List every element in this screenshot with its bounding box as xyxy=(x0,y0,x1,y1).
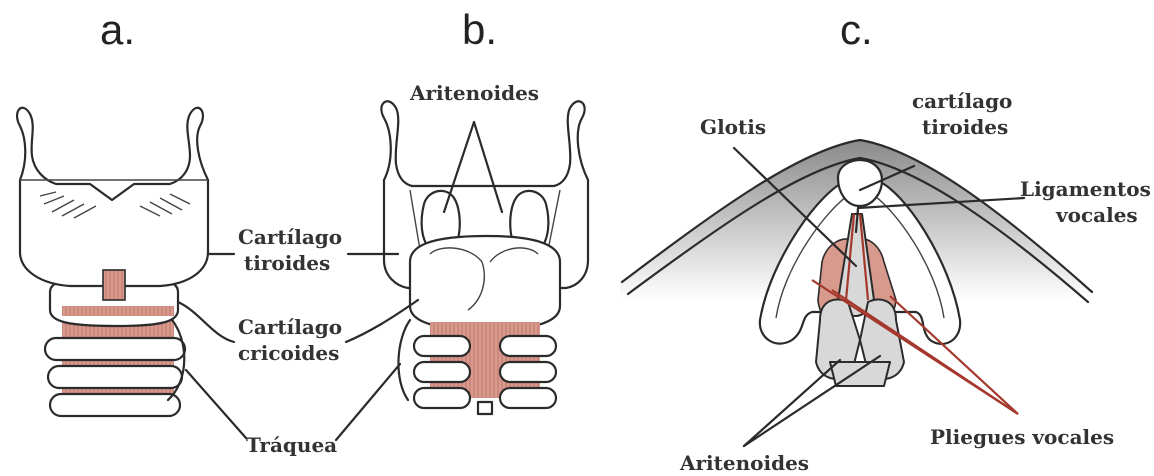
label-cricoides-line1: Cartílago xyxy=(238,315,342,339)
trachea-ring xyxy=(414,388,470,408)
trachea-ring xyxy=(45,338,185,360)
panel-a-larynx-front xyxy=(17,108,208,416)
trachea-ring xyxy=(414,336,470,356)
trachea-ring xyxy=(50,394,180,416)
label-ligamentos-line1: Ligamentos xyxy=(1020,177,1151,201)
label-pliegues-vocales: Pliegues vocales xyxy=(930,425,1114,449)
label-c-tiroides-line2: tiroides xyxy=(922,115,1008,139)
trachea-ring xyxy=(500,388,556,408)
label-tiroides-line1: Cartílago xyxy=(238,225,342,249)
trachea-ring xyxy=(414,362,470,382)
label-c-tiroides-line1: cartílago xyxy=(912,89,1012,113)
label-c-aritenoides: Aritenoides xyxy=(679,451,809,475)
label-cricoides-line2: cricoides xyxy=(238,341,339,365)
trachea-ring xyxy=(500,362,556,382)
tracheal-notch xyxy=(478,402,492,414)
panel-letter-a: a. xyxy=(100,6,135,53)
label-b-aritenoides: Aritenoides xyxy=(409,81,539,105)
thyroid-cartilage-a xyxy=(17,108,208,286)
panel-b-larynx-back xyxy=(381,101,588,414)
trachea-muscle-b xyxy=(430,322,540,398)
cricoid-cartilage-b xyxy=(410,236,560,330)
panel-letter-c: c. xyxy=(840,6,873,53)
label-glotis: Glotis xyxy=(700,115,766,139)
trachea-ring xyxy=(48,366,182,388)
panel-letter-b: b. xyxy=(462,6,497,53)
trachea-ring xyxy=(500,336,556,356)
label-tiroides-line2: tiroides xyxy=(244,251,330,275)
label-traquea: Tráquea xyxy=(246,433,337,457)
cricothyroid-muscle xyxy=(103,270,125,300)
label-ligamentos-line2: vocales xyxy=(1055,203,1138,227)
